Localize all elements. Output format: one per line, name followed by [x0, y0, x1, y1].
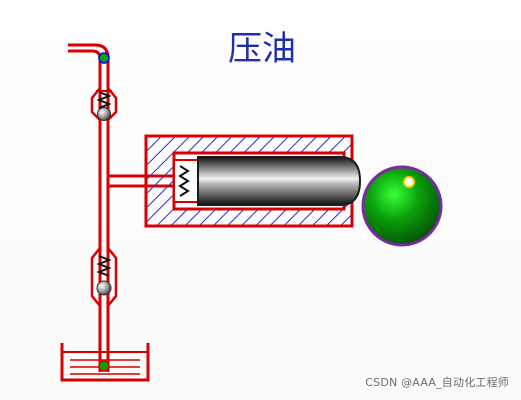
spring-icon: [96, 91, 112, 109]
eccentric-cam-icon: [361, 165, 443, 247]
upper-check-valve: [90, 87, 118, 121]
piston: [197, 156, 362, 206]
cam-pivot-icon: [403, 176, 415, 188]
lower-check-valve: [90, 247, 118, 307]
oil-reservoir: [60, 343, 150, 382]
outlet-pipe: [68, 43, 110, 105]
check-ball-icon: [96, 280, 112, 296]
check-ball-icon: [97, 107, 111, 121]
page-title: 压油: [228, 29, 296, 69]
flow-indicator-icon: [98, 360, 110, 372]
spring-icon: [178, 165, 190, 197]
watermark: CSDN @AAA_自动化工程师: [365, 376, 509, 389]
flow-indicator-icon: [98, 52, 110, 64]
spring-icon: [96, 255, 112, 277]
main-vertical-pipe: [98, 105, 110, 372]
